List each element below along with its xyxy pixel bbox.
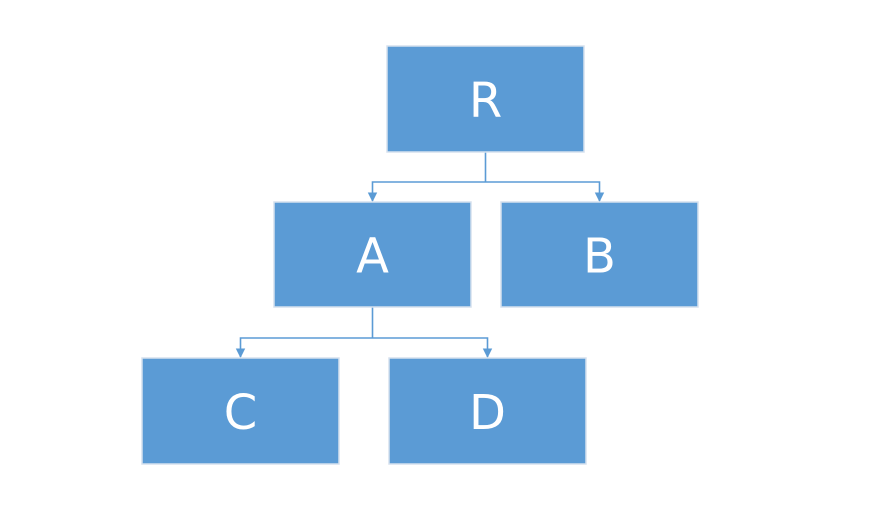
connector-r-to-b — [485, 181, 605, 202]
node-r: R — [386, 45, 585, 153]
node-a: A — [273, 201, 472, 308]
node-box-r — [386, 45, 585, 153]
node-box-d — [388, 357, 587, 465]
node-b: B — [500, 201, 699, 308]
node-c: C — [141, 357, 340, 465]
node-box-b — [500, 201, 699, 308]
node-d: D — [388, 357, 587, 465]
node-box-a — [273, 201, 472, 308]
node-label-r: R — [469, 73, 502, 129]
node-label-c: C — [224, 385, 258, 441]
node-box-c — [141, 357, 340, 465]
connectors — [235, 152, 605, 358]
node-label-d: D — [469, 385, 506, 441]
node-label-b: B — [583, 229, 616, 285]
connector-r-to-a — [367, 181, 486, 202]
connector-a-to-c — [235, 337, 373, 358]
node-label-a: A — [356, 229, 389, 285]
connector-a-to-d — [372, 337, 493, 358]
nodes: R A B C D — [141, 45, 699, 465]
